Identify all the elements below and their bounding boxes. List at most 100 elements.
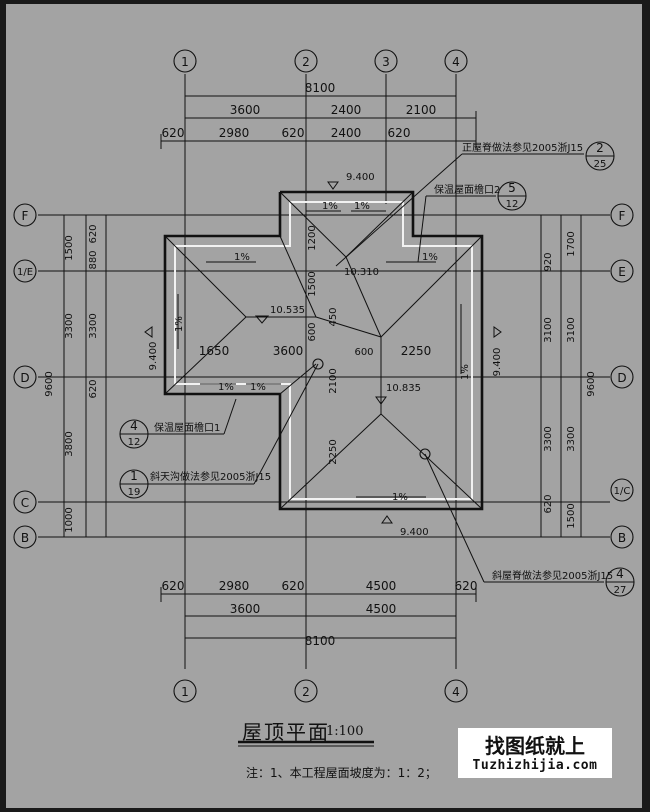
elevation-1: 10.310	[344, 267, 379, 278]
drawing-title: 屋顶平面	[242, 720, 330, 744]
axis-top-4: 4	[452, 55, 460, 69]
elevation-3: 9.400	[148, 342, 159, 371]
dim-left-o-1: 3300	[64, 313, 75, 338]
dim-left-i-2: 3300	[88, 313, 99, 338]
axis-left-b: B	[21, 531, 29, 545]
elevation-5: 9.400	[400, 527, 429, 538]
axis-right-1c: 1/C	[614, 486, 631, 497]
elevation-markers	[144, 181, 502, 524]
roof-plan-drawing: 1 2 3 4 1 2 4 F 1/E D C B F E D 1/C B 81…	[13, 49, 635, 747]
dim-int-7: 2250	[401, 344, 432, 358]
elevation-6: 9.400	[492, 348, 503, 377]
dim-int-1: 1500	[307, 271, 318, 296]
dim-left-o-3: 1000	[64, 507, 75, 532]
callout-hip-num: 4	[616, 567, 624, 581]
dim-right-i-3: 620	[543, 494, 554, 513]
axis-right-d: D	[617, 371, 626, 385]
dim-bot-r1-1: 2980	[219, 579, 250, 593]
dim-bot-r1-3: 4500	[366, 579, 397, 593]
axis-bubbles	[13, 49, 634, 703]
dim-bot-r2-1: 4500	[366, 602, 397, 616]
dim-top-r1-2: 2100	[406, 103, 437, 117]
slope-arrows	[177, 210, 462, 498]
callout-ridge-den: 25	[594, 159, 607, 170]
dim-int-8: 2100	[328, 368, 339, 393]
drawing-note: 注：1、本工程屋面坡度为：1：2；	[246, 766, 437, 780]
axis-right-b: B	[618, 531, 626, 545]
axis-left-c: C	[21, 496, 29, 510]
dim-bot-total: 8100	[305, 634, 336, 648]
dim-bot-r2-0: 3600	[230, 602, 261, 616]
watermark-logo: 找图纸就上 Tuzhizhijia.com	[458, 728, 612, 778]
dim-right-i-1: 3100	[543, 317, 554, 342]
slope-label: 1%	[460, 364, 471, 380]
dim-left-o-0: 1500	[64, 235, 75, 260]
slope-label: 1%	[392, 492, 408, 503]
slope-label: 1%	[322, 201, 338, 212]
callout-eave1-text: 保温屋面檐口1	[154, 421, 220, 434]
callout-leaders	[148, 153, 604, 583]
dim-bot-r1-4: 620	[455, 579, 478, 593]
watermark-url: Tuzhizhijia.com	[472, 758, 598, 773]
plan-markers	[312, 358, 431, 460]
dim-right-o-3: 1500	[566, 503, 577, 528]
dim-right-total: 9600	[586, 371, 597, 396]
slope-label: 1%	[354, 201, 370, 212]
dim-right-i-0: 920	[543, 252, 554, 271]
slope-label: 1%	[422, 252, 438, 263]
dim-top-r2-0: 620	[162, 126, 185, 140]
callout-eave1-den: 12	[128, 437, 141, 448]
slope-label: 1%	[218, 382, 234, 393]
axis-bottom-2: 2	[302, 685, 310, 699]
dim-left-i-0: 620	[88, 224, 99, 243]
dim-top-r2-2: 620	[282, 126, 305, 140]
dim-right-i-2: 3300	[543, 426, 554, 451]
drawing-sheet: 1 2 3 4 1 2 4 F 1/E D C B F E D 1/C B 81…	[6, 4, 642, 808]
dim-int-0: 1200	[307, 225, 318, 250]
callout-hip-den: 27	[614, 585, 627, 596]
dim-top-r1-0: 3600	[230, 103, 261, 117]
axis-left-d: D	[20, 371, 29, 385]
axis-left-1e: 1/E	[17, 267, 33, 278]
dim-int-3: 600	[307, 322, 318, 341]
slope-label: 1%	[174, 316, 185, 332]
axis-right-f: F	[619, 209, 626, 223]
axis-top-1: 1	[181, 55, 189, 69]
slope-label: 1%	[234, 252, 250, 263]
callout-ridge-text: 正屋脊做法参见2005浙J15	[462, 141, 583, 154]
elevation-4: 10.835	[386, 383, 421, 394]
dim-int-9: 2250	[328, 439, 339, 464]
dim-top-total: 8100	[305, 81, 336, 95]
dim-left-o-2: 3800	[64, 431, 75, 456]
dim-int-5: 3600	[273, 344, 304, 358]
callout-ridge-num: 2	[596, 141, 604, 155]
dim-right-o-0: 1700	[566, 231, 577, 256]
axis-top-2: 2	[302, 55, 310, 69]
dim-top-r1-1: 2400	[331, 103, 362, 117]
dim-top-r2-4: 620	[388, 126, 411, 140]
axis-bottom-4: 4	[452, 685, 460, 699]
dim-int-6: 600	[354, 347, 373, 358]
callout-eave2-text: 保温屋面檐口2	[434, 183, 500, 196]
callout-valley-num: 1	[130, 469, 138, 483]
axis-top-3: 3	[382, 55, 390, 69]
callout-hip-text: 斜屋脊做法参见2005浙J15	[492, 569, 613, 582]
watermark-title: 找图纸就上	[485, 734, 585, 758]
dim-int-2: 450	[328, 307, 339, 326]
dim-right-o-1: 3100	[566, 317, 577, 342]
callout-valley-text: 斜天沟做法参见2005浙J15	[150, 470, 271, 483]
elevation-2: 10.535	[270, 305, 305, 316]
dim-int-4: 1650	[199, 344, 230, 358]
axis-lines	[38, 74, 610, 669]
dimension-lines	[63, 95, 582, 639]
dim-left-i-1: 880	[88, 250, 99, 269]
slope-label: 1%	[250, 382, 266, 393]
elevation-0: 9.400	[346, 172, 375, 183]
axis-left-f: F	[22, 209, 29, 223]
callout-eave2-den: 12	[506, 199, 519, 210]
dim-left-i-3: 620	[88, 379, 99, 398]
axis-bottom-1: 1	[181, 685, 189, 699]
axis-right-e: E	[618, 265, 626, 279]
roof-ridges	[164, 191, 483, 510]
dim-bot-r1-2: 620	[282, 579, 305, 593]
